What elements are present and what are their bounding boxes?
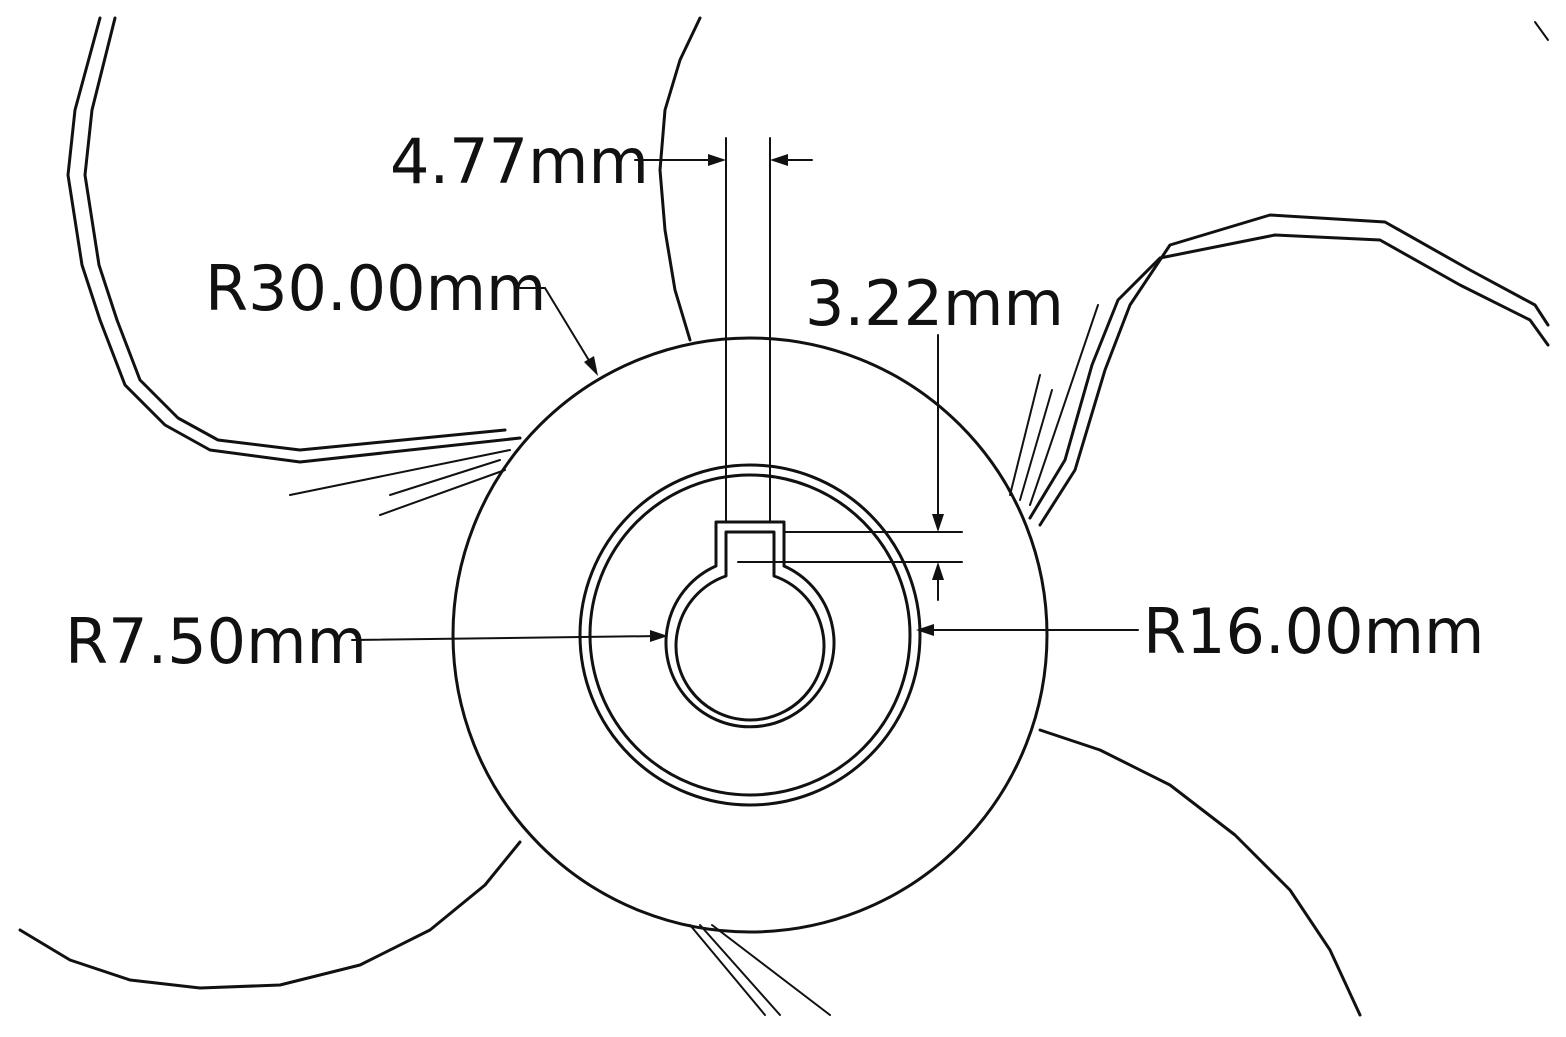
- blade-upper-left-inner-edge: [83, 16, 507, 452]
- blade-upper-right-corner-tick: [1534, 21, 1549, 41]
- hub-ring-inner-circle: [588, 473, 912, 797]
- blade-upper-right-root-line-2: [1019, 389, 1053, 501]
- hub-ring-outer-circle: [578, 463, 922, 807]
- blade-upper-left-root-line-3: [389, 459, 501, 496]
- blade-bottom-root-line-2: [699, 924, 781, 1016]
- dimension-hub-radius: R16.00mm: [916, 595, 1484, 668]
- dimension-outer-radius: R30.00mm: [205, 252, 598, 376]
- outer-hub-circle: [451, 336, 1049, 934]
- propeller-blades: [18, 16, 1550, 1017]
- blade-bottom-root-line-1: [689, 924, 766, 1016]
- keyway-depth-arrow-top: [932, 514, 944, 532]
- blade-upper-left-root-line-2: [379, 469, 506, 516]
- hub-geometry: [451, 336, 1049, 934]
- blade-lower-left-edge: [18, 840, 522, 990]
- keyway-width-label: 4.77mm: [390, 125, 649, 198]
- keyway-width-arrow-right: [770, 154, 788, 166]
- bore-radius-arrow: [650, 630, 668, 642]
- bore-keyway-outer: [664, 520, 836, 729]
- outer-radius-arrow: [584, 356, 598, 376]
- keyway-depth-label: 3.22mm: [805, 267, 1064, 340]
- outer-radius-label: R30.00mm: [205, 252, 546, 325]
- blade-upper-left-root-line-1: [289, 449, 511, 496]
- blade-upper-right-root-line-3: [1029, 304, 1099, 506]
- bore-radius-label: R7.50mm: [65, 605, 367, 678]
- bore-keyway-inner: [674, 530, 826, 722]
- keyway-width-arrow-left: [708, 154, 726, 166]
- blade-upper-right-root-line-1: [1009, 374, 1041, 496]
- outer-radius-leader: [519, 287, 597, 373]
- keyway-depth-arrow-bottom: [932, 562, 944, 580]
- bore-radius-leader: [351, 635, 661, 641]
- blade-lower-right-edge: [1038, 728, 1362, 1017]
- hub-radius-label: R16.00mm: [1143, 595, 1484, 668]
- blade-bottom-root-line-3: [711, 924, 831, 1016]
- dimension-keyway-depth: 3.22mm: [737, 267, 1064, 601]
- blade-upper-right-inner-edge: [1028, 233, 1550, 520]
- blade-upper-middle-edge: [658, 16, 702, 342]
- dimension-keyway-width: 4.77mm: [390, 125, 813, 523]
- blade-upper-left-outer-edge: [66, 16, 522, 464]
- hub-radius-arrow: [916, 624, 934, 636]
- blade-upper-right-outer-edge: [1038, 213, 1550, 527]
- dimension-bore-radius: R7.50mm: [65, 605, 668, 678]
